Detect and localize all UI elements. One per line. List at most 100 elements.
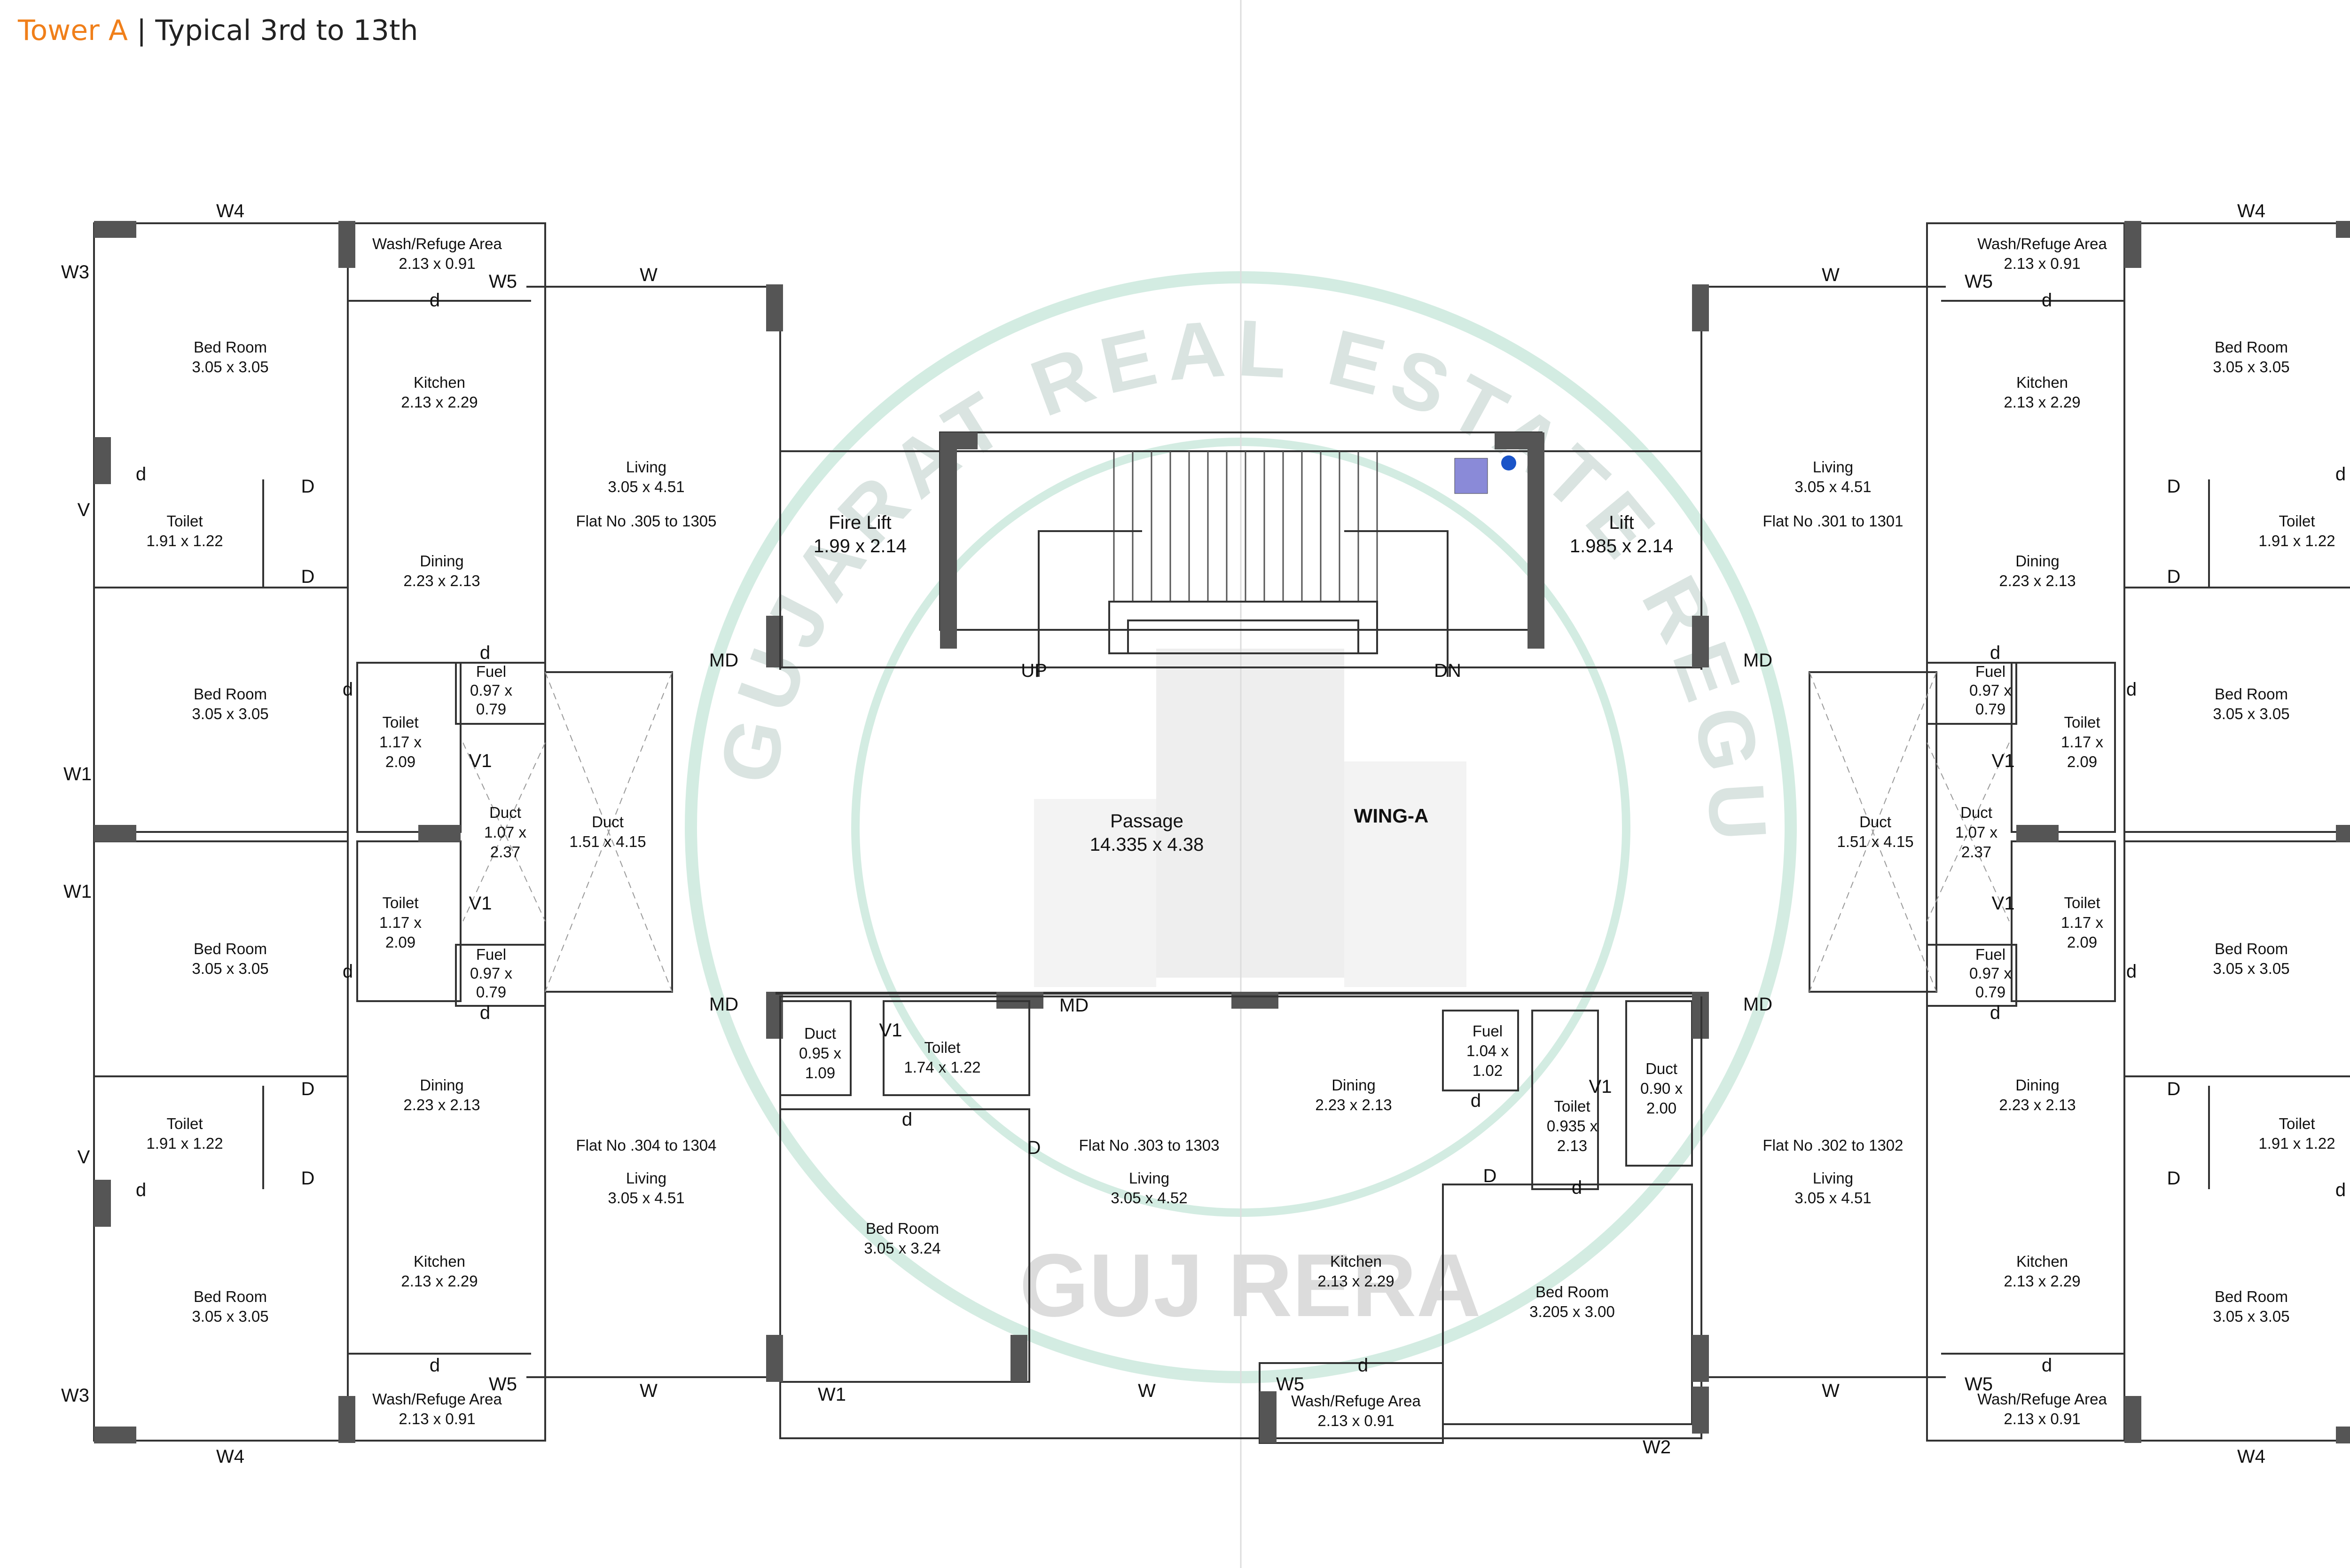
flat-305-bedroom-2-dim: 3.05 x 3.05 bbox=[192, 705, 268, 722]
floor-title: Typical 3rd to 13th bbox=[155, 14, 418, 47]
watermark-seal: GUJARAT REAL ESTATE REGULATORY AUTHORITY… bbox=[0, 0, 1797, 1383]
wing-label: WING-A bbox=[1354, 805, 1429, 827]
tag-v1-3: V1 bbox=[879, 1020, 902, 1041]
tag-v1-4: V1 bbox=[1589, 1076, 1612, 1097]
tag-D-8: D bbox=[2167, 566, 2181, 587]
flat-302-toilet-2-label: Toilet bbox=[2064, 894, 2100, 911]
left-duct-small-label: Duct bbox=[489, 804, 521, 821]
tag-D-7: D bbox=[2167, 476, 2181, 497]
flat-304-bedroom-2-dim: 3.05 x 3.05 bbox=[192, 1308, 268, 1325]
flat-303-living-dim: 3.05 x 4.52 bbox=[1111, 1189, 1187, 1207]
flat-302-bedroom-2-label: Bed Room bbox=[2215, 1288, 2288, 1305]
flat-302-bedroom-1-label: Bed Room bbox=[2215, 940, 2288, 957]
flat-302-wash-label: Wash/Refuge Area bbox=[1977, 1390, 2107, 1408]
flat-302-number: Flat No .302 to 1302 bbox=[1762, 1137, 1903, 1154]
flat-303-bedroom-2-dim: 3.205 x 3.00 bbox=[1529, 1303, 1615, 1320]
tag-md-1: MD bbox=[709, 650, 738, 671]
flat-303-duct-2-label: Duct bbox=[1645, 1060, 1677, 1077]
tag-md-2: MD bbox=[709, 994, 738, 1015]
right-duct-small-label: Duct bbox=[1960, 804, 1992, 821]
flat-303-dining-label: Dining bbox=[1332, 1076, 1376, 1094]
flat-305-fuel-dim-a: 0.97 x bbox=[470, 682, 512, 699]
flat-301-bedroom-1-label: Bed Room bbox=[2215, 338, 2288, 356]
tag-w1-bottom: W1 bbox=[818, 1384, 846, 1405]
tag-v1-6: V1 bbox=[1992, 893, 2015, 914]
flat-305-kitchen-label: Kitchen bbox=[414, 374, 465, 391]
flat-303-fuel-label: Fuel bbox=[1473, 1022, 1503, 1040]
flat-305-living-dim: 3.05 x 4.51 bbox=[608, 478, 684, 495]
flat-305-fuel-dim-b: 0.79 bbox=[476, 700, 506, 718]
flat-304-bedroom-1-dim: 3.05 x 3.05 bbox=[192, 960, 268, 977]
tag-w-bottom-right: W bbox=[1822, 1380, 1840, 1401]
tag-d-7: d bbox=[136, 1180, 146, 1200]
tag-w-bottom-left: W bbox=[640, 1380, 658, 1401]
flat-304-toilet-2-dim-a: 1.17 x bbox=[379, 914, 422, 931]
left-duct-big-dim: 1.51 x 4.15 bbox=[569, 833, 646, 850]
tag-D-9: D bbox=[2167, 1079, 2181, 1099]
tower-label: Tower A bbox=[18, 14, 128, 47]
right-wing-walls bbox=[1692, 221, 2350, 1443]
flat-301-living-dim: 3.05 x 4.51 bbox=[1794, 478, 1871, 495]
tag-w5-bottom-right: W5 bbox=[1965, 1374, 1993, 1395]
right-duct-small-dim-b: 2.37 bbox=[1961, 843, 1991, 861]
tag-w5-bottom-left: W5 bbox=[489, 1374, 517, 1395]
flat-303-toilet-2-label: Toilet bbox=[1554, 1098, 1590, 1115]
tag-md-4: MD bbox=[1743, 650, 1772, 671]
flat-301-toilet-2-dim-a: 1.17 x bbox=[2061, 733, 2103, 751]
flat-303-duct-dim-a: 0.95 x bbox=[799, 1044, 841, 1062]
flat-301-dining-dim: 2.23 x 2.13 bbox=[1999, 572, 2076, 589]
tag-d-4: d bbox=[343, 679, 353, 700]
flat-301-living-label: Living bbox=[1813, 458, 1853, 476]
flat-301-number: Flat No .301 to 1301 bbox=[1762, 512, 1903, 530]
flat-304-fuel-label: Fuel bbox=[476, 946, 506, 963]
flat-304-living-label: Living bbox=[626, 1169, 666, 1187]
flat-301-kitchen-dim: 2.13 x 2.29 bbox=[2004, 393, 2080, 411]
flat-301-toilet-2-label: Toilet bbox=[2064, 713, 2100, 731]
flat-302-toilet-label: Toilet bbox=[2279, 1115, 2315, 1132]
tag-D-6: D bbox=[1483, 1166, 1497, 1186]
passage-label: Passage bbox=[1110, 811, 1183, 831]
flat-303-toilet-2-dim-a: 0.935 x bbox=[1547, 1117, 1598, 1135]
tag-w-bottom-center: W bbox=[1138, 1380, 1156, 1401]
flat-305-toilet-2-label: Toilet bbox=[382, 713, 418, 731]
flat-304-fuel-dim-a: 0.97 x bbox=[470, 964, 512, 982]
flat-304-fuel-dim-b: 0.79 bbox=[476, 983, 506, 1001]
tag-D-1: D bbox=[301, 476, 315, 497]
flat-302-dining-dim: 2.23 x 2.13 bbox=[1999, 1096, 2076, 1113]
tag-D-4: D bbox=[301, 1168, 315, 1189]
flat-301-bedroom-2-dim: 3.05 x 3.05 bbox=[2213, 705, 2289, 722]
flat-303-toilet-label: Toilet bbox=[924, 1039, 960, 1056]
tag-d-17: d bbox=[2126, 961, 2137, 982]
lift-dim: 1.985 x 2.14 bbox=[1570, 536, 1673, 557]
tag-md-5: MD bbox=[1743, 994, 1772, 1015]
flat-305-wash-label: Wash/Refuge Area bbox=[372, 235, 502, 252]
flat-305-living-label: Living bbox=[626, 458, 666, 476]
fire-lift-label: Fire Lift bbox=[829, 512, 891, 533]
flat-304-wash-dim: 2.13 x 0.91 bbox=[399, 1410, 475, 1427]
tag-w4-bottom-right: W4 bbox=[2237, 1446, 2265, 1467]
flat-304-toilet-dim: 1.91 x 1.22 bbox=[146, 1135, 223, 1152]
flat-305-dining-label: Dining bbox=[420, 552, 464, 570]
tag-d-8: d bbox=[430, 1355, 440, 1376]
flat-301-bedroom-2-label: Bed Room bbox=[2215, 685, 2288, 703]
tag-w4-top-right: W4 bbox=[2237, 201, 2265, 221]
flat-305-toilet-dim: 1.91 x 1.22 bbox=[146, 532, 223, 549]
tag-w-top-right: W bbox=[1822, 265, 1840, 285]
flat-304-number: Flat No .304 to 1304 bbox=[576, 1137, 716, 1154]
flat-305-toilet-2-dim-b: 2.09 bbox=[385, 753, 415, 770]
flat-303-duct-2-dim-b: 2.00 bbox=[1646, 1099, 1676, 1117]
tag-v-left-1: V bbox=[78, 500, 90, 520]
right-duct-small-dim-a: 1.07 x bbox=[1955, 823, 1998, 841]
flat-303-bedroom-1-label: Bed Room bbox=[866, 1220, 939, 1237]
flat-304-wash-label: Wash/Refuge Area bbox=[372, 1390, 502, 1408]
flat-302-fuel-label: Fuel bbox=[1975, 946, 2005, 963]
flat-304-dining-dim: 2.23 x 2.13 bbox=[403, 1096, 480, 1113]
tag-d-16: d bbox=[2126, 679, 2137, 700]
flat-302-fuel-dim-b: 0.79 bbox=[1975, 983, 2005, 1001]
watermark-building-icon bbox=[1156, 649, 1344, 978]
flat-302-dining-label: Dining bbox=[2015, 1076, 2060, 1094]
tag-d-3: d bbox=[480, 643, 490, 663]
tag-d-5: d bbox=[343, 961, 353, 982]
tag-w1-left-2: W1 bbox=[63, 881, 92, 902]
flat-303-fuel-dim-b: 1.02 bbox=[1473, 1062, 1503, 1079]
